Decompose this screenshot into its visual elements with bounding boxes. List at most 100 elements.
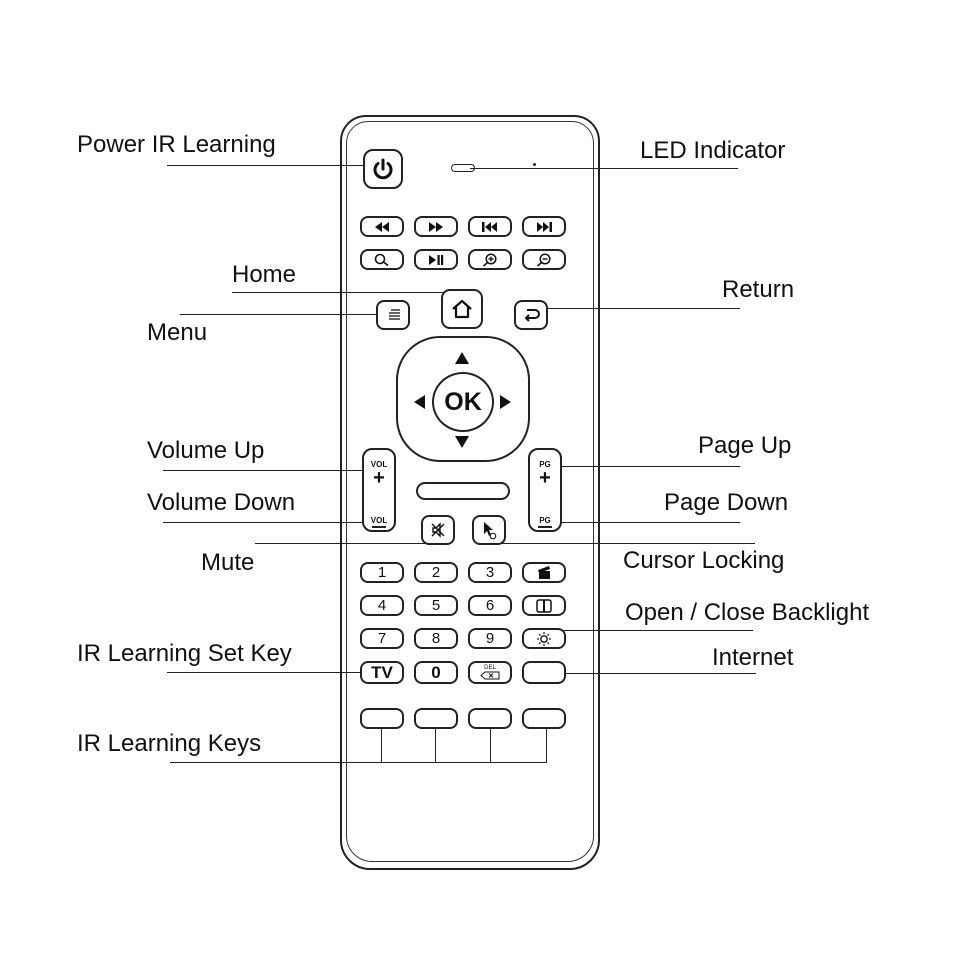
number-key-7[interactable]: 7 [360,628,404,649]
return-button[interactable] [514,300,548,330]
tv-button[interactable]: TV [360,661,404,684]
internet-callout-line [548,673,756,674]
ir-key-1-connector [381,728,382,762]
volume-up-callout-line [163,470,373,471]
backlight-label: Open / Close Backlight [625,599,870,626]
volume-rocker[interactable]: VOL + VOL [362,448,396,532]
fast-forward-button[interactable] [414,216,458,237]
volume-down-label: Volume Down [147,489,296,516]
return-label: Return [722,276,795,303]
home-button[interactable] [441,289,483,329]
search-icon [374,253,389,266]
page-down-callout-line [545,522,740,523]
mute-icon [431,522,445,538]
dpad-down-arrow-icon[interactable] [455,436,469,448]
number-key-9[interactable]: 9 [468,628,512,649]
vol-down-caption: VOL [370,516,388,525]
power-icon [373,158,393,180]
number-key-4[interactable]: 4 [360,595,404,616]
clapperboard-icon [538,565,550,579]
pg-down-caption: PG [539,516,551,525]
home-label: Home [232,261,297,288]
number-key-8[interactable]: 8 [414,628,458,649]
ok-button[interactable]: OK [432,372,494,432]
keyboard-toggle-button[interactable] [522,595,566,616]
ir-key-3-connector [490,728,491,762]
ir-learning-keys-label: IR Learning Keys [77,730,262,757]
page-minus-icon [538,526,552,528]
next-track-button[interactable] [522,216,566,237]
cursor-locking-callout-line [490,543,755,544]
menu-callout-line [180,314,380,315]
mute-button[interactable] [421,515,455,545]
internet-button[interactable] [522,661,566,684]
return-callout-line [518,308,740,309]
volume-minus-icon [372,526,386,528]
ir-learning-key-1[interactable] [360,708,404,729]
backlight-button[interactable] [522,628,566,649]
split-rectangle-icon [536,598,552,613]
volume-down-callout-line [163,522,373,523]
dpad-left-arrow-icon[interactable] [414,395,425,409]
led-indicator [451,164,475,172]
del-caption: DEL [484,665,496,671]
zero-button[interactable]: 0 [414,661,458,684]
power-ir-learning-label: Power IR Learning [77,131,276,158]
ir-learning-key-2[interactable] [414,708,458,729]
remote-body-inner [346,121,594,862]
home-icon [452,299,472,319]
menu-button[interactable] [376,300,410,330]
cursor-lock-button[interactable] [472,515,506,545]
zoom-out-button[interactable] [522,249,566,270]
volume-up-label: Volume Up [147,437,265,464]
vol-up-caption: VOL [370,460,388,469]
number-key-2[interactable]: 2 [414,562,458,583]
next-track-icon [537,221,552,232]
power-callout-line [167,165,365,166]
led-indicator-label: LED Indicator [640,137,786,164]
mute-callout-line [255,543,440,544]
menu-label: Menu [147,319,208,346]
backspace-icon [480,671,500,680]
home-callout-line [232,292,462,293]
fast-forward-icon [429,221,443,232]
microphone-hole [533,163,536,166]
clapper-button[interactable] [522,562,566,583]
remote-body [340,115,600,870]
pg-up-caption: PG [539,460,551,469]
mute-label: Mute [201,549,255,576]
ir-set-key-callout-line [167,672,365,673]
sun-icon [537,631,551,646]
volume-plus-icon: + [373,467,385,489]
page-plus-icon: + [539,467,551,489]
page-rocker[interactable]: PG + PG [528,448,562,532]
power-button[interactable] [363,149,403,189]
number-key-5[interactable]: 5 [414,595,458,616]
dpad-right-arrow-icon[interactable] [500,395,511,409]
menu-icon [389,309,400,320]
play-pause-button[interactable] [414,249,458,270]
ir-learning-key-3[interactable] [468,708,512,729]
delete-button[interactable]: DEL [468,661,512,684]
page-down-label: Page Down [664,489,789,516]
ir-key-2-connector [435,728,436,762]
page-up-callout-line [545,466,740,467]
number-key-6[interactable]: 6 [468,595,512,616]
zoom-out-icon [536,252,551,267]
previous-track-button[interactable] [468,216,512,237]
zoom-in-icon [482,252,497,267]
rewind-button[interactable] [360,216,404,237]
ir-key-4-connector [546,728,547,762]
search-button[interactable] [360,249,404,270]
previous-track-icon [482,221,497,232]
dpad-up-arrow-icon[interactable] [455,352,469,364]
play-pause-icon [429,254,444,265]
number-key-3[interactable]: 3 [468,562,512,583]
return-icon [524,309,540,322]
number-key-1[interactable]: 1 [360,562,404,583]
touch-strip[interactable] [416,482,510,500]
cursor-icon [484,522,497,540]
ir-learning-set-key-label: IR Learning Set Key [77,640,292,667]
zoom-in-button[interactable] [468,249,512,270]
ir-learning-key-4[interactable] [522,708,566,729]
